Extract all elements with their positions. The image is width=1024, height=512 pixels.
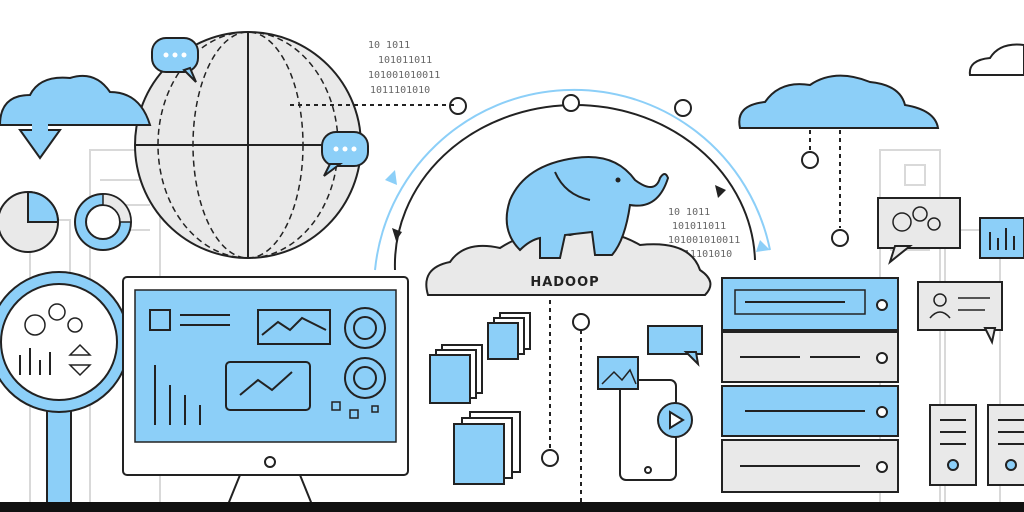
smartphone-play-icon <box>597 325 703 481</box>
server-tower-icon <box>929 404 977 486</box>
cloud-icon <box>738 74 940 247</box>
bar-chart-card-icon <box>979 217 1024 259</box>
chat-bubble-icon <box>321 131 369 177</box>
chat-bubble-icon <box>151 37 199 83</box>
binary-line: 101001010011 <box>668 235 740 246</box>
hadoop-elephant-icon <box>505 156 670 259</box>
pie-chart-icon <box>0 190 60 253</box>
donut-chart-icon <box>74 193 132 251</box>
bar-chart-icon <box>19 348 51 375</box>
arc-arrow-icon <box>715 185 726 198</box>
document-stack-icon <box>429 344 483 404</box>
magnifier-icon <box>0 271 130 512</box>
gear-speech-bubble-icon <box>877 197 961 265</box>
bar-chart-icon <box>154 365 201 425</box>
cloud-download-icon <box>0 74 152 160</box>
cloud-icon <box>968 43 1024 76</box>
server-tower-icon <box>987 404 1024 486</box>
arc-arrow-icon <box>756 240 770 252</box>
binary-text-left: 10 1011 101011011 101001010011 101110101… <box>368 40 440 96</box>
bottom-band <box>0 502 1024 512</box>
user-profile-bubble-icon <box>917 281 1003 345</box>
binary-line: 101011011 <box>672 221 726 232</box>
connector-nodes <box>541 313 590 467</box>
arc-arrow-icon <box>385 170 397 185</box>
document-stack-icon <box>453 411 521 485</box>
binary-line: 10 1011 <box>368 40 410 51</box>
binary-text-right: 10 1011 101011011 101001010011 101110101… <box>668 207 740 260</box>
binary-line: 10 1011 <box>668 207 710 218</box>
dashboard-monitor-icon <box>122 276 409 512</box>
binary-line: 101011011 <box>378 55 432 66</box>
connector-lines <box>549 300 582 512</box>
document-stack-icon <box>487 312 531 360</box>
globe-icon <box>134 31 458 259</box>
binary-line: 101001010011 <box>368 70 440 81</box>
arc-arrow-icon <box>392 228 402 241</box>
binary-line: 1011101010 <box>370 85 430 96</box>
hadoop-label: HADOOP <box>530 275 599 290</box>
server-rack-icon <box>721 277 899 493</box>
gear-icon <box>24 303 83 336</box>
message-icon <box>647 325 703 355</box>
binary-line: 1011101010 <box>672 249 732 260</box>
arc-nodes <box>449 94 692 117</box>
